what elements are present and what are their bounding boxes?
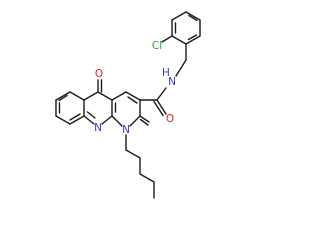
bond (58, 94, 68, 102)
bond (125, 149, 141, 159)
bond (55, 91, 71, 101)
bond (139, 173, 155, 183)
amide-oxygen-label: O (166, 113, 174, 125)
bond-lines (55, 11, 201, 199)
ring-nitrogen-label: N (122, 124, 130, 136)
bond (187, 34, 198, 41)
bond (161, 35, 173, 43)
amide-n-label: N (168, 76, 176, 88)
bond (86, 111, 96, 119)
bond (153, 100, 164, 117)
bond (139, 115, 150, 123)
bond (83, 115, 95, 125)
bond (156, 99, 167, 115)
bond (101, 115, 113, 125)
bond (156, 87, 167, 101)
bond (125, 91, 141, 101)
ketone-oxygen-label: O (95, 68, 103, 80)
bond (69, 113, 81, 121)
bond (175, 59, 187, 77)
bond (139, 118, 149, 126)
bond (127, 96, 138, 104)
bond (69, 91, 85, 101)
pyrido-nitrogen-label: N (94, 122, 102, 134)
bond (185, 11, 201, 21)
amide-nh-label: H (162, 67, 170, 79)
bond (97, 91, 113, 101)
bond (171, 11, 187, 21)
bond (55, 115, 71, 125)
chlorine-label: Cl (152, 40, 162, 52)
bond (185, 35, 201, 45)
bond (111, 91, 127, 101)
bond (111, 115, 123, 127)
atom-labels: Cl H N O O N N (94, 40, 176, 136)
bond (83, 91, 99, 101)
bond (69, 115, 85, 125)
bond (188, 14, 198, 22)
molecule-structure-diagram: Cl H N O O N N (55, 11, 201, 199)
bond (171, 35, 187, 45)
bond (129, 115, 141, 127)
